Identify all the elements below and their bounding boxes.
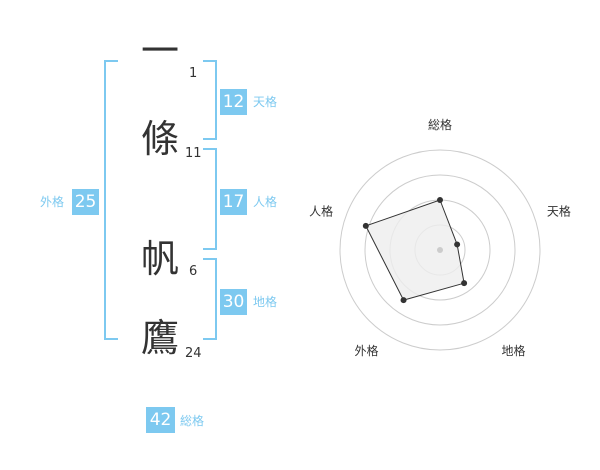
stroke-count-1: 1 xyxy=(189,66,198,81)
radar-point-1 xyxy=(437,197,443,203)
radar-ring xyxy=(339,149,541,351)
radar-point-3 xyxy=(461,280,468,287)
gaikaku-bracket xyxy=(104,60,118,340)
radar-axis-label: 天格 xyxy=(547,203,571,218)
radar-axis-label: 総格 xyxy=(428,117,452,132)
stroke-count-2: 11 xyxy=(185,146,202,161)
radar-axis-label: 地格 xyxy=(501,343,525,358)
stroke-count-4: 24 xyxy=(185,346,202,361)
gaikaku-label: 外格 xyxy=(40,195,65,209)
radar-axis-label: 人格 xyxy=(309,203,333,218)
jinkaku-label: 人格 xyxy=(253,195,278,209)
radar-point-5 xyxy=(362,222,369,229)
name-char-4: 鷹 xyxy=(141,316,180,360)
name-char-1: 一 xyxy=(141,29,180,73)
name-char-3: 帆 xyxy=(141,237,180,281)
radar-point-2 xyxy=(454,241,461,248)
radar-point-4 xyxy=(400,297,407,304)
tenkaku-value-badge: 12 xyxy=(220,89,247,115)
jinkaku-value-badge: 17 xyxy=(220,189,247,215)
soukaku-label: 総格 xyxy=(180,414,205,428)
jinkaku-bracket xyxy=(203,148,217,250)
radar-ring xyxy=(364,174,516,326)
radar-axis-label: 外格 xyxy=(355,343,379,358)
chikaku-value-badge: 30 xyxy=(220,289,247,315)
tenkaku-label: 天格 xyxy=(253,95,278,109)
chikaku-label: 地格 xyxy=(253,295,278,309)
name-char-2: 條 xyxy=(141,117,180,161)
gaikaku-value-badge: 25 xyxy=(72,189,99,215)
soukaku-value-badge: 42 xyxy=(146,407,175,433)
stroke-count-3: 6 xyxy=(189,264,198,279)
tenkaku-bracket xyxy=(203,60,217,140)
radar-series-polygon xyxy=(365,199,465,301)
radar-center-dot xyxy=(437,247,443,253)
chikaku-bracket xyxy=(203,258,217,340)
